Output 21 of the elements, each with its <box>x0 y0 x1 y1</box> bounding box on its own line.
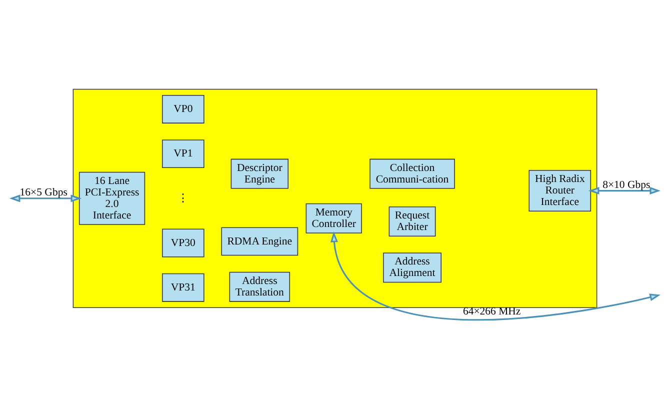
label: ⋮ <box>178 192 189 204</box>
arrow <box>9 194 82 202</box>
node-box: High Radix Router Interface <box>528 169 592 211</box>
edge-label: 16×5 Gbps <box>20 186 68 198</box>
node-box: Address Translation <box>229 271 290 302</box>
node-box: VP0 <box>162 94 204 123</box>
arrow <box>330 230 660 320</box>
arrow <box>588 186 661 194</box>
node-box: VP31 <box>162 272 204 302</box>
node-box: Request Arbiter <box>388 206 436 236</box>
node-box: Memory Controller <box>306 202 362 233</box>
cluster <box>72 88 598 308</box>
node-box: VP30 <box>162 228 204 257</box>
edge-label: 8×10 Gbps <box>602 178 650 190</box>
node-box: Address Alignment <box>383 252 442 282</box>
edge-label: 64×266 MHz <box>462 305 521 318</box>
node-box: RDMA Engine <box>221 226 298 256</box>
node-box: Descriptor Engine <box>230 158 288 188</box>
node-box: Collection Communi-cation <box>370 158 455 188</box>
node-box: 16 Lane PCI-Express 2.0 Interface <box>78 171 146 224</box>
node-box: VP1 <box>162 139 204 168</box>
